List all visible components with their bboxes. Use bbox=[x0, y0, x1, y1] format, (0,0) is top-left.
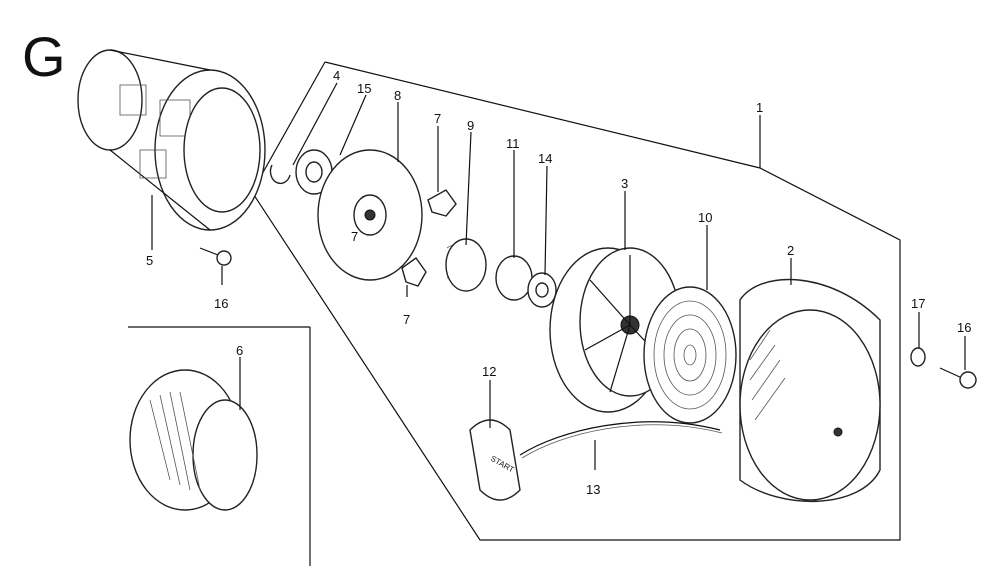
callout-7-top: 7 bbox=[434, 111, 441, 126]
callout-9: 9 bbox=[467, 118, 474, 133]
spring-clip bbox=[495, 255, 533, 301]
snap-ring bbox=[269, 164, 291, 185]
callout-16-right: 16 bbox=[957, 320, 971, 335]
callout-10: 10 bbox=[698, 210, 712, 225]
callout-3: 3 bbox=[621, 176, 628, 191]
callout-2: 2 bbox=[787, 243, 794, 258]
washer-15 bbox=[295, 149, 333, 195]
recoil-spring bbox=[643, 286, 737, 424]
callout-12: 12 bbox=[482, 364, 496, 379]
leader-lines bbox=[151, 82, 966, 470]
starter-pulley-inset bbox=[129, 369, 258, 511]
friction-spring bbox=[445, 238, 487, 292]
ratchet-pawl-bottom bbox=[401, 257, 427, 287]
ratchet-pawl-top bbox=[427, 189, 457, 217]
starter-rope bbox=[519, 421, 723, 459]
callout-1: 1 bbox=[756, 100, 763, 115]
callout-15: 15 bbox=[357, 81, 371, 96]
callout-7-bottom: 7 bbox=[403, 312, 410, 327]
washer-14 bbox=[527, 272, 557, 308]
starter-pulley-cage bbox=[77, 49, 266, 231]
callout-7-center: 7 bbox=[351, 229, 358, 244]
callout-16-left: 16 bbox=[214, 296, 228, 311]
starter-case bbox=[739, 278, 881, 502]
callout-6: 6 bbox=[236, 343, 243, 358]
flange-bolt-left bbox=[199, 247, 232, 266]
washer-17 bbox=[910, 347, 926, 367]
callout-4: 4 bbox=[333, 68, 340, 83]
ratchet-plate bbox=[317, 149, 423, 281]
callout-labels: 1 2 3 4 5 6 7 7 7 8 9 10 11 12 13 14 15 … bbox=[146, 68, 971, 497]
callout-13: 13 bbox=[586, 482, 600, 497]
flange-bolt-right bbox=[939, 367, 977, 389]
starter-grip: START bbox=[469, 419, 521, 501]
callout-14: 14 bbox=[538, 151, 552, 166]
callout-8: 8 bbox=[394, 88, 401, 103]
inset-panel-frame bbox=[128, 326, 311, 566]
callout-11: 11 bbox=[506, 136, 520, 151]
callout-5: 5 bbox=[146, 253, 153, 268]
callout-17: 17 bbox=[911, 296, 925, 311]
section-letter: G bbox=[22, 25, 66, 88]
